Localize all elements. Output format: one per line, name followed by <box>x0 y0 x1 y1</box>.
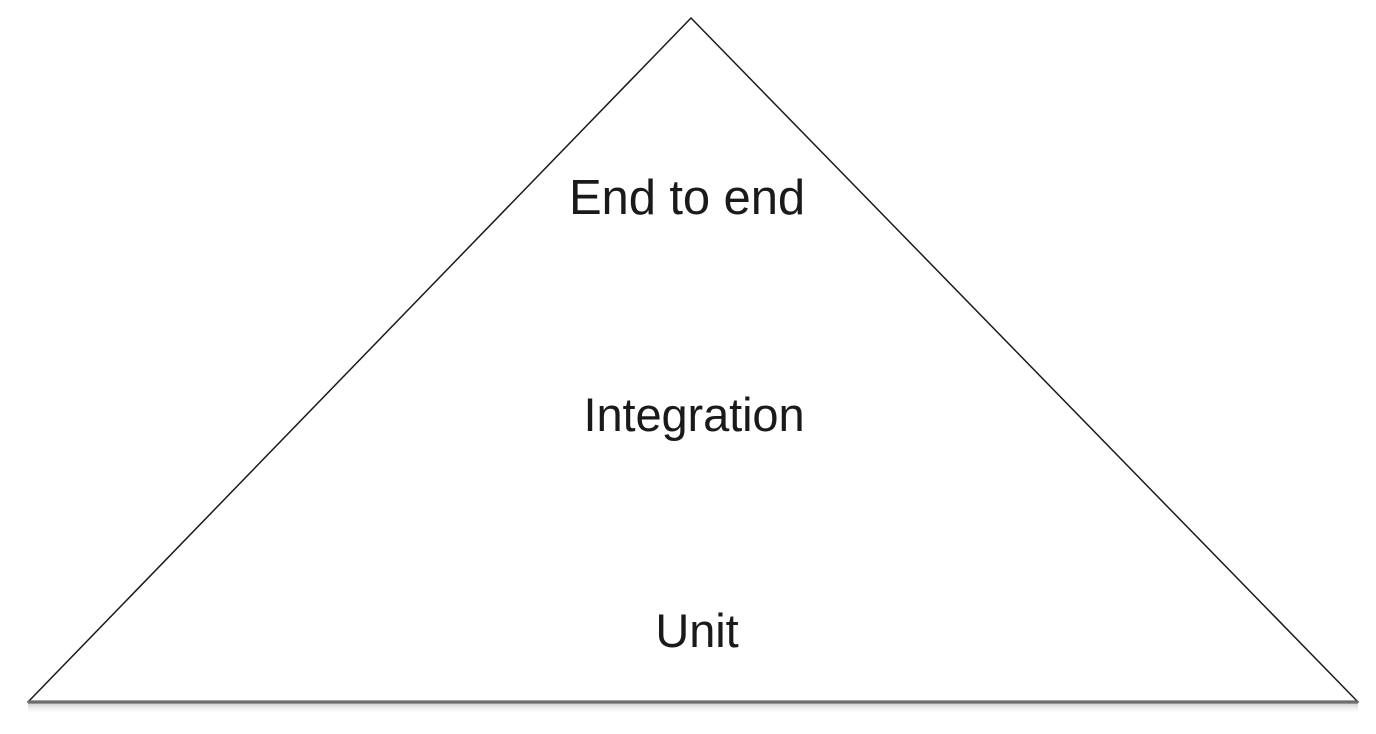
base-shadow <box>28 703 1358 715</box>
pyramid-layer-label-integration: Integration <box>583 388 805 441</box>
pyramid-layer-label-end-to-end: End to end <box>568 171 806 225</box>
pyramid-right-edge <box>690 17 1359 703</box>
pyramid-layer-label-unit: Unit <box>655 604 739 657</box>
pyramid-left-edge <box>27 17 692 703</box>
